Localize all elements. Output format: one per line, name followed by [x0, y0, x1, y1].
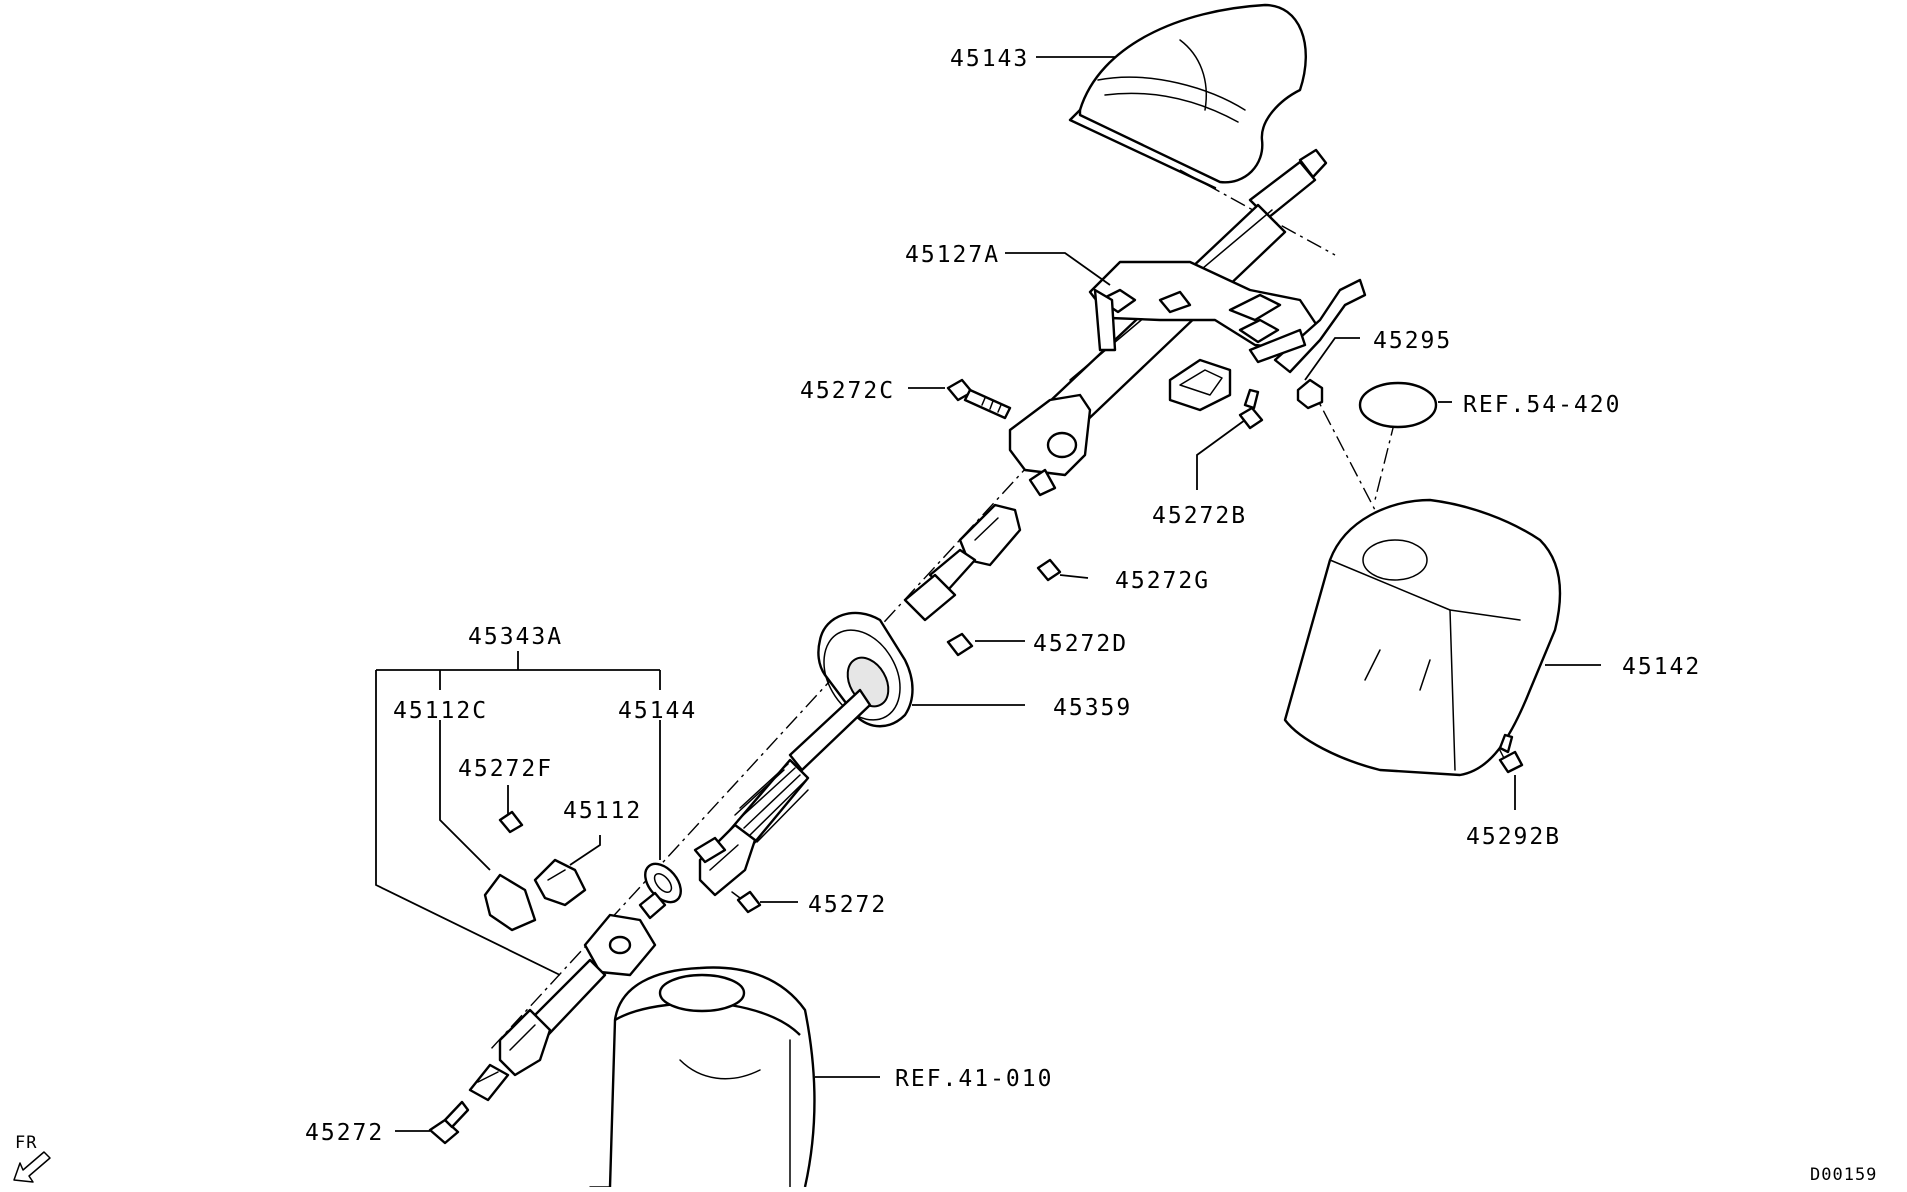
- callout-45272b: 45272B: [1152, 503, 1247, 529]
- callout-45272f: 45272F: [458, 756, 553, 782]
- clip-45295: [1296, 378, 1324, 410]
- callout-45272d: 45272D: [1033, 631, 1128, 657]
- callout-45272c: 45272C: [800, 378, 895, 404]
- front-arrow-icon: [13, 1151, 51, 1183]
- front-orientation-marker: FR: [13, 1133, 51, 1183]
- lower-universal-joint: [693, 823, 757, 897]
- intermediate-joint: [903, 503, 1062, 622]
- callout-45112: 45112: [563, 798, 642, 824]
- ref-54-420-disc: [1358, 381, 1438, 429]
- callout-45112c: 45112C: [393, 698, 488, 724]
- cover-45112: [533, 858, 587, 907]
- upper-column-cover: [1068, 3, 1307, 190]
- bolt-45272b: [1238, 388, 1264, 430]
- upper-shaft: [1028, 148, 1328, 450]
- ref-41-010-panel: [589, 966, 816, 1188]
- bolt-45272-mid: [731, 890, 762, 914]
- callout-45142: 45142: [1622, 654, 1701, 680]
- bolt-45272d: [946, 632, 974, 657]
- front-label: FR: [15, 1133, 37, 1153]
- bolt-45272c: [946, 378, 1012, 420]
- callout-45272-mid: 45272: [808, 892, 887, 918]
- ref-disc-centerline: [1374, 419, 1396, 501]
- dash-seal-plate: [817, 611, 914, 728]
- callout-45144: 45144: [618, 698, 697, 724]
- leader-lines: [375, 56, 1601, 1132]
- callout-45292b: 45292B: [1466, 824, 1561, 850]
- callout-45359: 45359: [1053, 695, 1132, 721]
- screw-45292b: [1498, 733, 1524, 774]
- bolt-45272f: [498, 810, 524, 834]
- column-bracket: [1088, 260, 1367, 412]
- callout-45272-low: 45272: [305, 1120, 384, 1146]
- lower-shaft-bellows: [728, 688, 872, 850]
- lower-column-cover: [1283, 498, 1562, 777]
- callout-45272g: 45272G: [1115, 568, 1210, 594]
- lower-column-block: [1008, 393, 1092, 497]
- bolt-45272-low: [428, 1100, 470, 1145]
- drawing-code: D00159: [1810, 1165, 1877, 1185]
- callout-45127a: 45127A: [905, 242, 1000, 268]
- callout-ref-41-010: REF.41-010: [895, 1066, 1053, 1092]
- callout-ref-54-420: REF.54-420: [1463, 392, 1621, 418]
- steering-joint-lower: [468, 891, 667, 1102]
- callout-45343a: 45343A: [468, 624, 563, 650]
- callout-45143: 45143: [950, 46, 1029, 72]
- callout-45295: 45295: [1373, 328, 1452, 354]
- cover-45112c: [483, 873, 537, 932]
